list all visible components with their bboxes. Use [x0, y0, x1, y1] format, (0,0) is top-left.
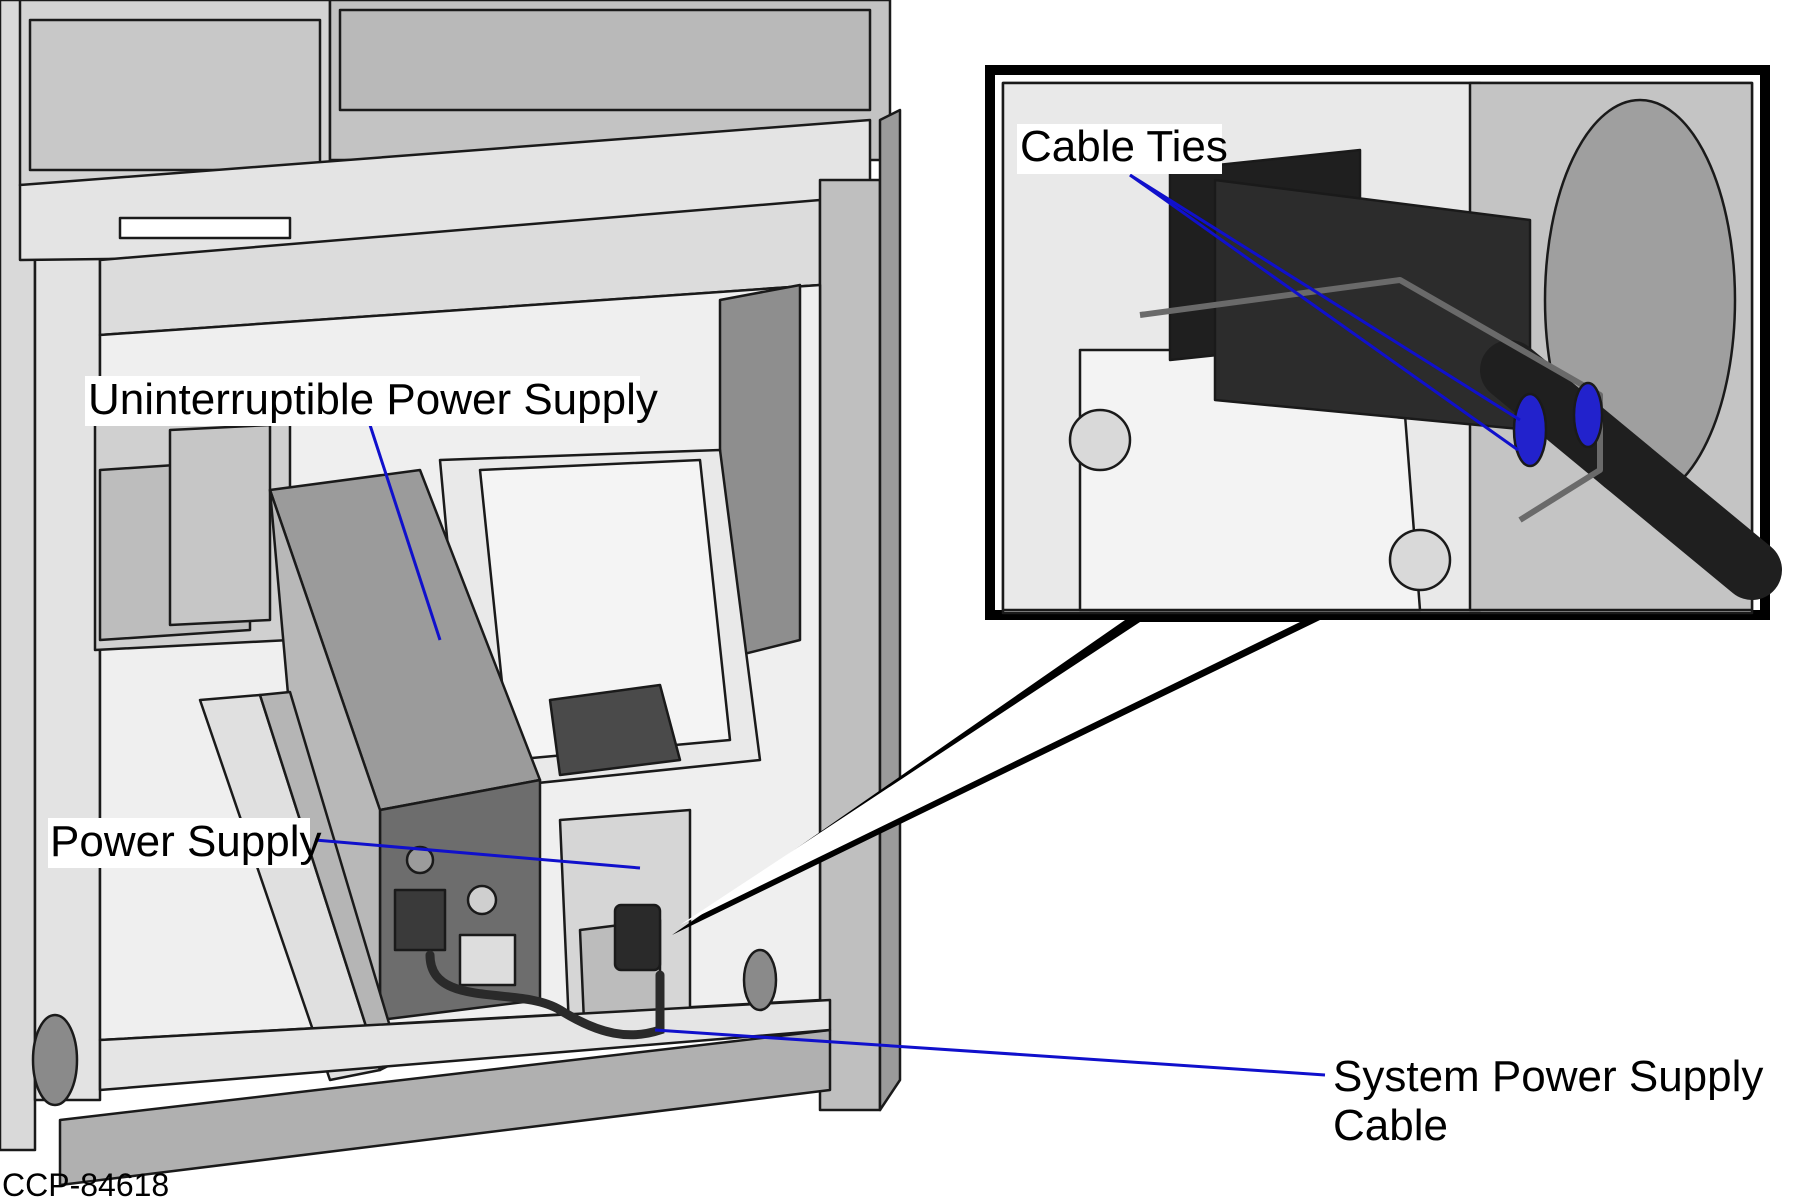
- cabinet-illustration: [0, 0, 902, 1187]
- leader-cable-ties-2: [1129, 173, 1519, 452]
- label-ups: Uninterruptible Power Supply: [88, 375, 658, 424]
- label-system-cable-line2: Cable: [1333, 1101, 1448, 1150]
- zoom-inset: [985, 65, 1782, 620]
- callout-pointer: [672, 620, 1320, 935]
- leader-ups: [368, 424, 442, 641]
- label-power-supply: Power Supply: [50, 817, 321, 866]
- leader-cable-ties-1: [1129, 173, 1521, 422]
- label-system-cable-line1: System Power Supply: [1333, 1052, 1763, 1101]
- leader-lines: [314, 173, 1521, 1077]
- system-power-supply-cable: [425, 950, 665, 1040]
- leader-system-cable: [654, 1028, 1326, 1077]
- figure-id: CCP-84618: [2, 1167, 169, 1203]
- label-cable-ties: Cable Ties: [1020, 122, 1228, 171]
- leader-power-supply: [314, 838, 641, 870]
